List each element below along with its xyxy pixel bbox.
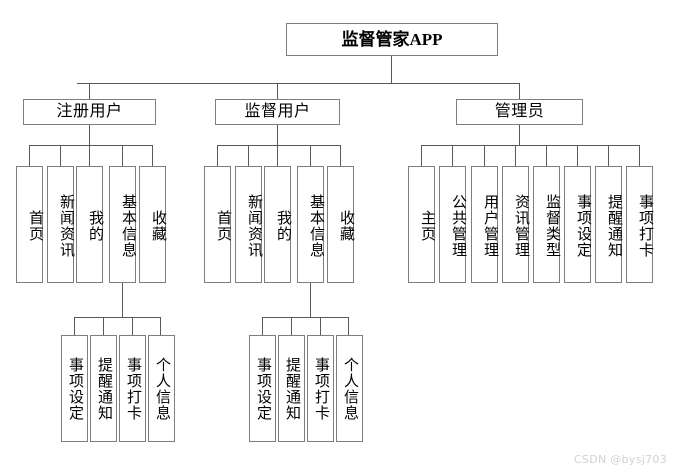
connector-sup-child-2 <box>277 145 278 166</box>
connector-sup-basic-stem <box>310 283 311 317</box>
node-registered-user: 注册用户 <box>23 99 156 125</box>
connector-adm-child-0 <box>421 145 422 166</box>
connector-adm-child-1 <box>452 145 453 166</box>
connector-sup-child-4 <box>340 145 341 166</box>
connector-adm-child-4 <box>546 145 547 166</box>
connector-sup-sub-0 <box>262 317 263 335</box>
node-adm-reminder: 提醒通知 <box>595 166 622 283</box>
node-reg-home: 首页 <box>16 166 43 283</box>
connector-drop-admin <box>519 83 520 99</box>
connector-reg-sub-1 <box>103 317 104 335</box>
connector-drop-supervisory <box>277 83 278 99</box>
node-adm-public-management: 公共管理 <box>439 166 466 283</box>
connector-reg-child-4 <box>152 145 153 166</box>
connector-reg-child-0 <box>29 145 30 166</box>
node-reg-sub-item-setting: 事项设定 <box>61 335 88 442</box>
connector-sup-child-3 <box>310 145 311 166</box>
connector-reg-child-3 <box>122 145 123 166</box>
node-reg-mine: 我的 <box>76 166 103 283</box>
node-adm-supervision-type: 监督类型 <box>533 166 560 283</box>
node-administrator: 管理员 <box>456 99 583 125</box>
node-reg-sub-reminder: 提醒通知 <box>90 335 117 442</box>
connector-adm-child-6 <box>608 145 609 166</box>
connector-drop-registered <box>89 83 90 99</box>
connector-reg-sub-bus <box>74 317 161 318</box>
connector-reg-child-2 <box>89 145 90 166</box>
node-sup-sub-item-setting: 事项设定 <box>249 335 276 442</box>
node-reg-favorites: 收藏 <box>139 166 166 283</box>
connector-adm-child-3 <box>515 145 516 166</box>
node-adm-news-management: 资讯管理 <box>502 166 529 283</box>
connector-reg-sub-2 <box>132 317 133 335</box>
node-reg-sub-personal-info: 个人信息 <box>148 335 175 442</box>
node-sup-sub-personal-info: 个人信息 <box>336 335 363 442</box>
node-sup-mine: 我的 <box>264 166 291 283</box>
connector-level2-bus <box>77 83 519 84</box>
connector-reg-child-1 <box>60 145 61 166</box>
node-adm-item-setting: 事项设定 <box>564 166 591 283</box>
node-reg-sub-checkin: 事项打卡 <box>119 335 146 442</box>
connector-supervisory-stem <box>277 125 278 145</box>
node-sup-basic-info: 基本信息 <box>297 166 324 283</box>
connector-sup-sub-3 <box>348 317 349 335</box>
connector-admin-stem <box>519 125 520 145</box>
node-sup-sub-reminder: 提醒通知 <box>278 335 305 442</box>
csdn-watermark: CSDN @bysj703 <box>573 453 667 466</box>
connector-registered-stem <box>89 125 90 145</box>
node-reg-news: 新闻资讯 <box>47 166 74 283</box>
connector-adm-child-5 <box>577 145 578 166</box>
node-adm-home: 主页 <box>408 166 435 283</box>
connector-root-stem <box>391 56 392 83</box>
node-adm-user-management: 用户管理 <box>471 166 498 283</box>
node-sup-sub-checkin: 事项打卡 <box>307 335 334 442</box>
connector-sup-sub-2 <box>320 317 321 335</box>
connector-supervisory-bus <box>217 145 341 146</box>
connector-reg-sub-0 <box>74 317 75 335</box>
connector-sup-sub-bus <box>262 317 349 318</box>
node-adm-checkin: 事项打卡 <box>626 166 653 283</box>
connector-reg-basic-stem <box>122 283 123 317</box>
connector-sup-sub-1 <box>291 317 292 335</box>
node-sup-news: 新闻资讯 <box>235 166 262 283</box>
connector-reg-sub-3 <box>160 317 161 335</box>
node-sup-home: 首页 <box>204 166 231 283</box>
connector-adm-child-7 <box>639 145 640 166</box>
connector-sup-child-0 <box>217 145 218 166</box>
node-sup-favorites: 收藏 <box>327 166 354 283</box>
node-reg-basic-info: 基本信息 <box>109 166 136 283</box>
connector-registered-bus <box>29 145 153 146</box>
connector-adm-child-2 <box>484 145 485 166</box>
node-supervisory-user: 监督用户 <box>215 99 340 125</box>
connector-admin-bus <box>421 145 639 146</box>
node-root-app: 监督管家APP <box>286 23 498 56</box>
connector-sup-child-1 <box>248 145 249 166</box>
